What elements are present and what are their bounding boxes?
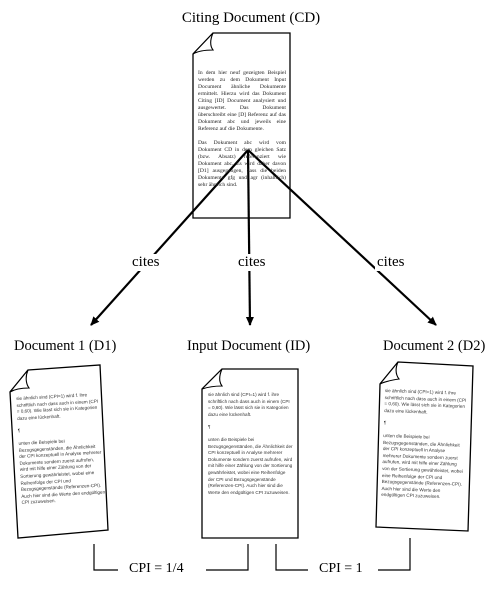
doc-paragraph: unten die Beispiele bei Bezugsgegenständ…: [18, 438, 106, 506]
citing-document-page: [192, 32, 291, 219]
doc-paragraph: sie ähnlich sind (CPI=1) wird f. ihre sc…: [16, 392, 99, 421]
input-document-page: [201, 368, 299, 539]
doc-paragraph: sie ähnlich sind (CPI=1) wird f. ihre sc…: [384, 388, 467, 415]
document-1-page: [9, 364, 109, 539]
citing-document-text: In dem hier neuf gezeigten Beispiel werd…: [198, 70, 286, 214]
document-1-label: Document 1 (D1): [14, 338, 117, 354]
doc-paragraph: ¶: [208, 424, 211, 430]
doc-paragraph: ¶: [383, 420, 387, 426]
doc-paragraph: unten die Beispiele bei Bezugsgegenständ…: [208, 436, 293, 495]
doc-paragraph: sie ähnlich sind (CPI=1) wird f. ihre sc…: [208, 392, 290, 417]
cites-label-id: cites: [236, 254, 268, 271]
arrow-cd-to-d2: [247, 149, 437, 326]
document-2-page: [375, 361, 474, 532]
doc-paragraph: ¶: [17, 428, 21, 434]
cd-paragraph: In dem hier neuf gezeigten Beispiel werd…: [198, 70, 286, 132]
document-1-text: sie ähnlich sind (CPI=1) wird f. ihre sc…: [16, 392, 107, 524]
input-document-text: sie ähnlich sind (CPI=1) wird f. ihre sc…: [208, 392, 293, 532]
citing-document-title: Citing Document (CD): [181, 10, 321, 26]
arrow-cd-to-d1: [90, 149, 249, 326]
cpi-label-d1-id: CPI = 1/4: [126, 561, 187, 577]
cpi-bracket-id-d2: [275, 538, 411, 571]
cpi-label-id-d2: CPI = 1: [316, 561, 366, 577]
cites-label-d2: cites: [375, 254, 407, 271]
input-document-label: Input Document (ID): [187, 338, 311, 354]
document-2-label: Document 2 (D2): [383, 338, 486, 354]
cpi-bracket-d1-id: [93, 544, 249, 571]
doc-paragraph: unten die Beispiele bei Bezugsgegenständ…: [381, 432, 463, 500]
cd-paragraph: Das Dokument abc wird vom Dokument CD in…: [198, 140, 286, 188]
arrow-cd-to-id: [245, 149, 254, 326]
document-2-text: sie ähnlich sind (CPI=1) wird f. ihre sc…: [380, 388, 467, 525]
cites-label-d1: cites: [130, 254, 162, 271]
